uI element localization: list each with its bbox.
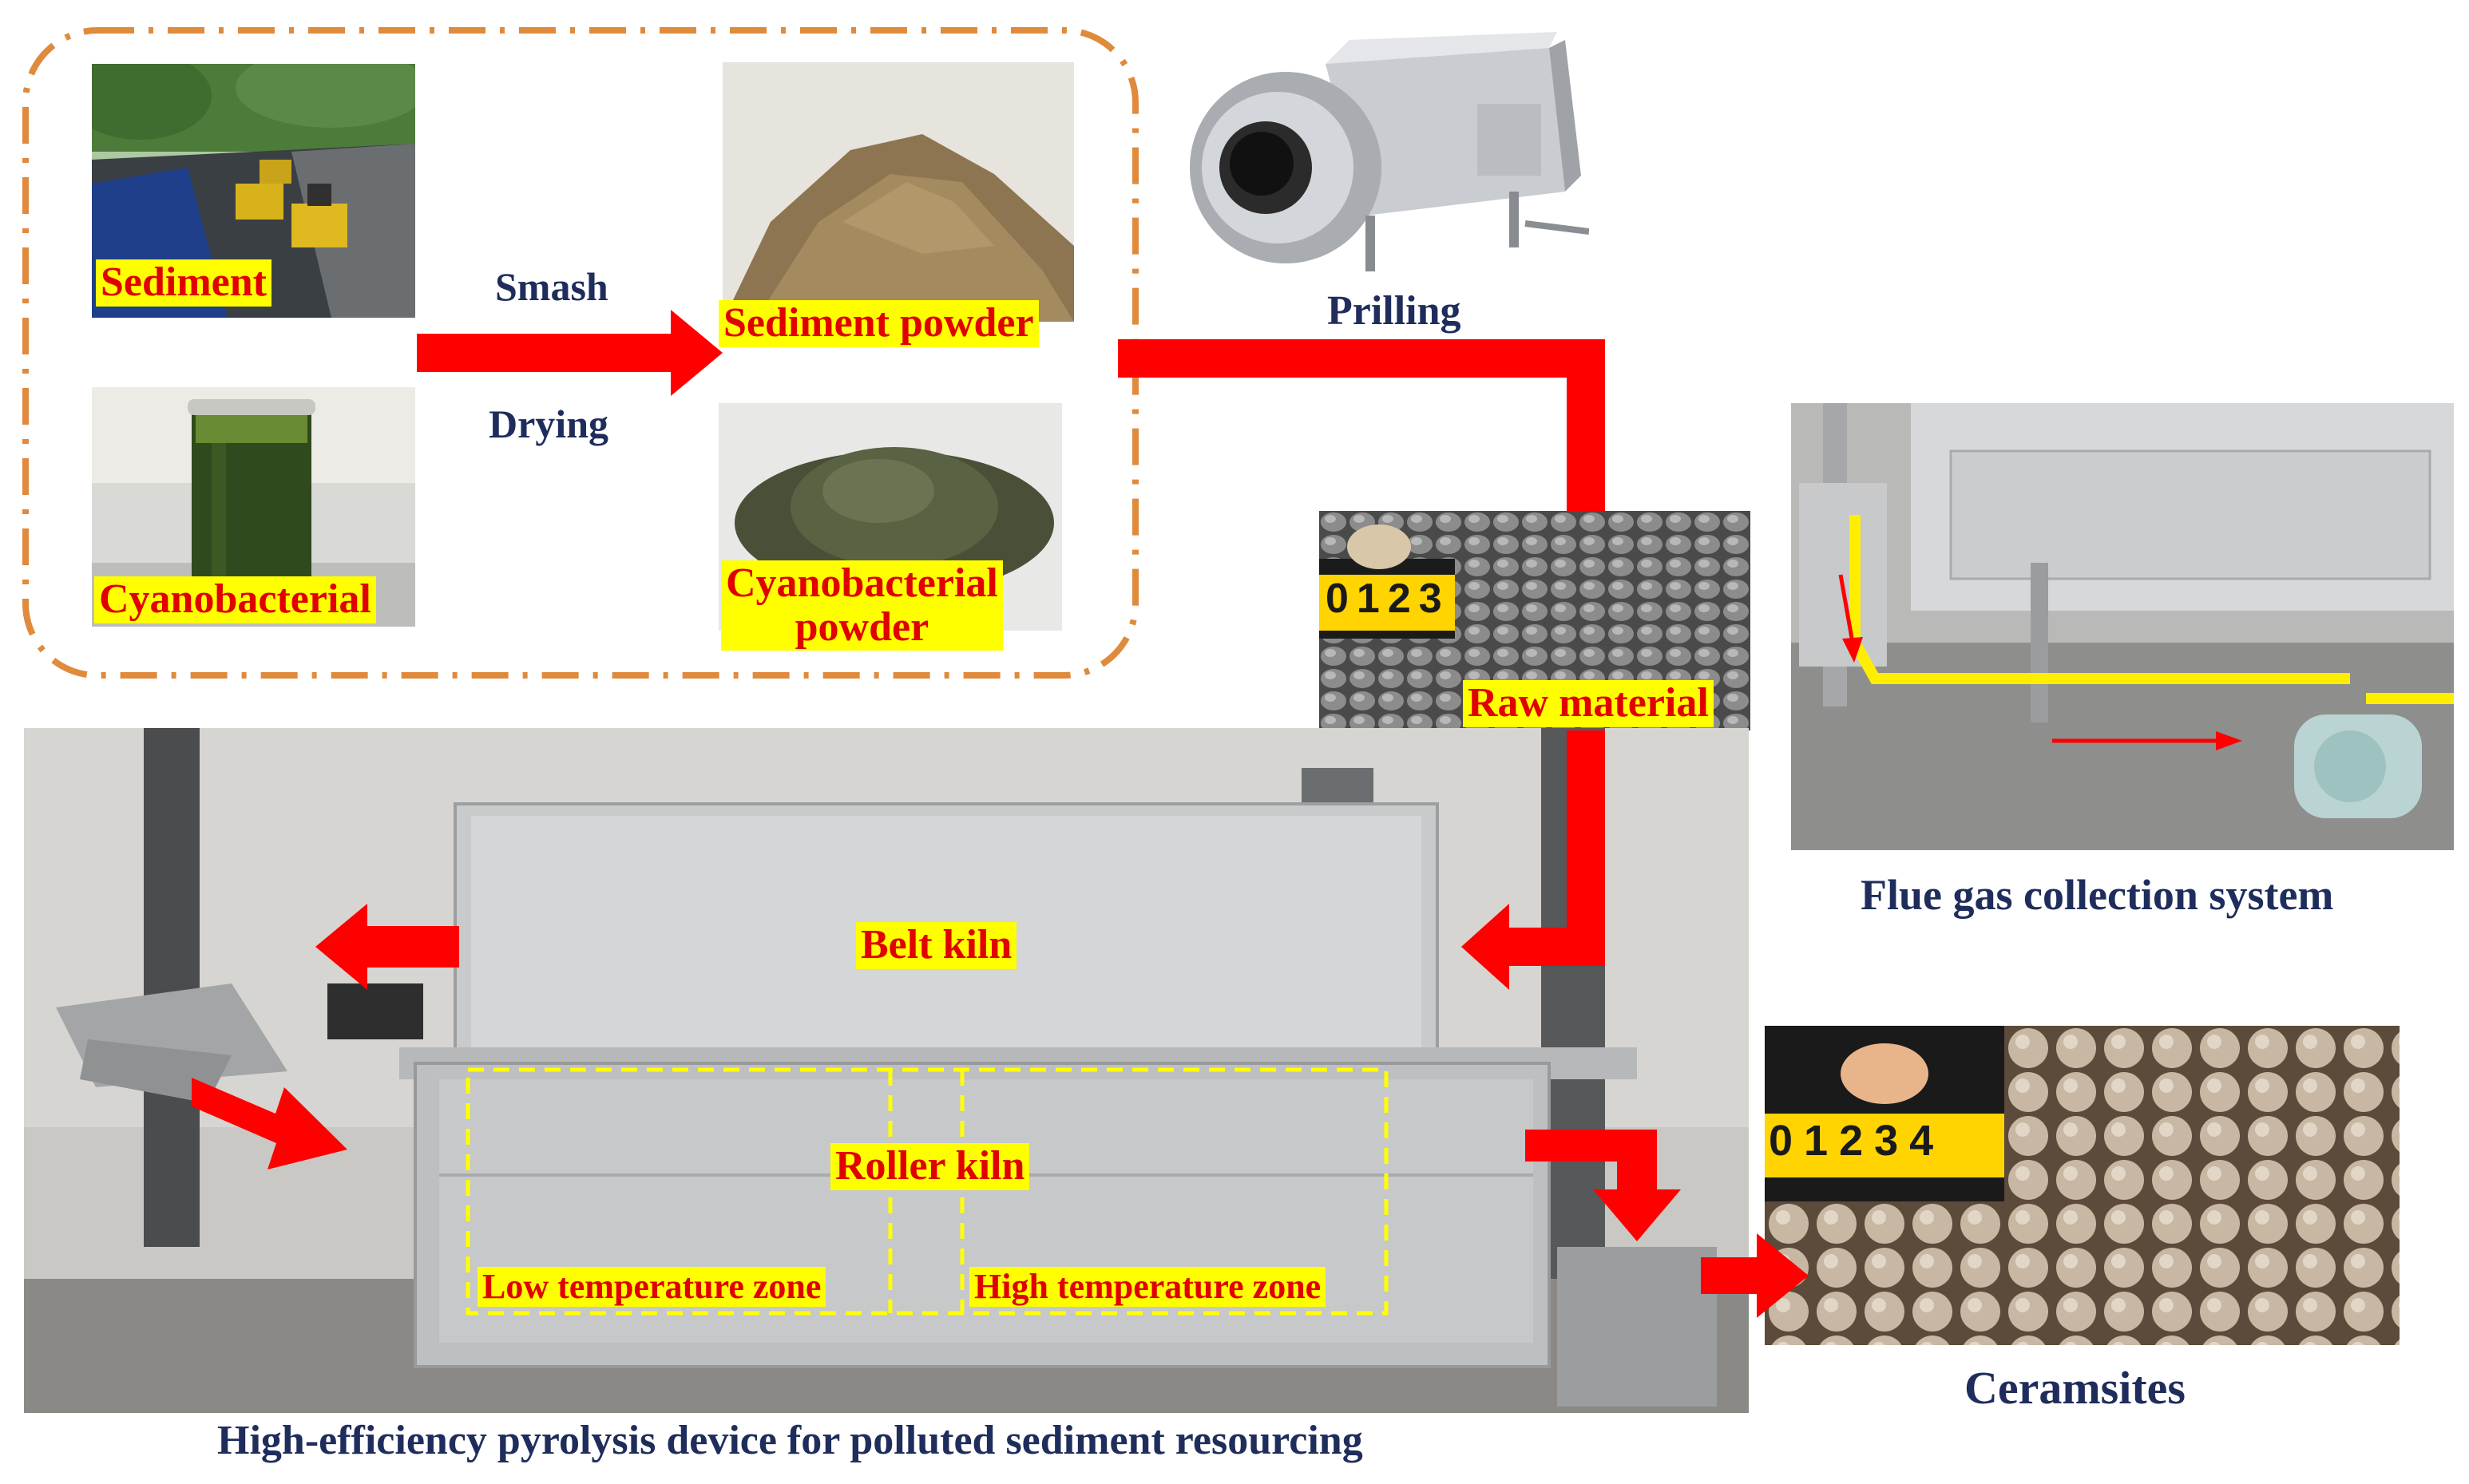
raw-material-ruler-digits: 0123 (1326, 576, 1450, 622)
device-caption: High-efficiency pyrolysis device for pol… (217, 1418, 1363, 1463)
flue-gas-photo (1791, 403, 2454, 850)
sediment-powder-label: Sediment powder (719, 300, 1039, 347)
low-temperature-zone-label: Low temperature zone (478, 1267, 826, 1308)
pyrolysis-device-photo (24, 728, 1749, 1413)
prilling-machine-photo (1190, 32, 1589, 295)
cyanobacterial-powder-label: Cyanobacterial powder (721, 560, 1003, 651)
raw-material-label: Raw material (1463, 680, 1714, 727)
sediment-powder-photo (723, 62, 1074, 322)
prilling-caption: Prilling (1327, 288, 1461, 334)
ceramsites-caption: Ceramsites (1964, 1362, 2186, 1414)
ceramsites-ruler-digits: 01234 (1769, 1117, 1945, 1165)
sediment-label: Sediment (96, 259, 271, 307)
smash-caption: Smash (495, 264, 608, 309)
flue-gas-caption: Flue gas collection system (1861, 871, 2334, 919)
cyanobacterial-powder-label-line1: Cyanobacterial (726, 560, 998, 606)
prilling-path-arrow (1118, 339, 1605, 511)
high-temperature-zone-label: High temperature zone (969, 1267, 1326, 1308)
drying-caption: Drying (489, 402, 608, 446)
ceramsites-photo (1765, 1026, 2400, 1345)
cyanobacterial-label: Cyanobacterial (94, 576, 376, 623)
belt-kiln-label: Belt kiln (856, 922, 1017, 969)
roller-kiln-label: Roller kiln (830, 1143, 1030, 1190)
smash-drying-arrow (417, 310, 723, 396)
cyanobacterial-powder-label-line2: powder (795, 603, 929, 650)
